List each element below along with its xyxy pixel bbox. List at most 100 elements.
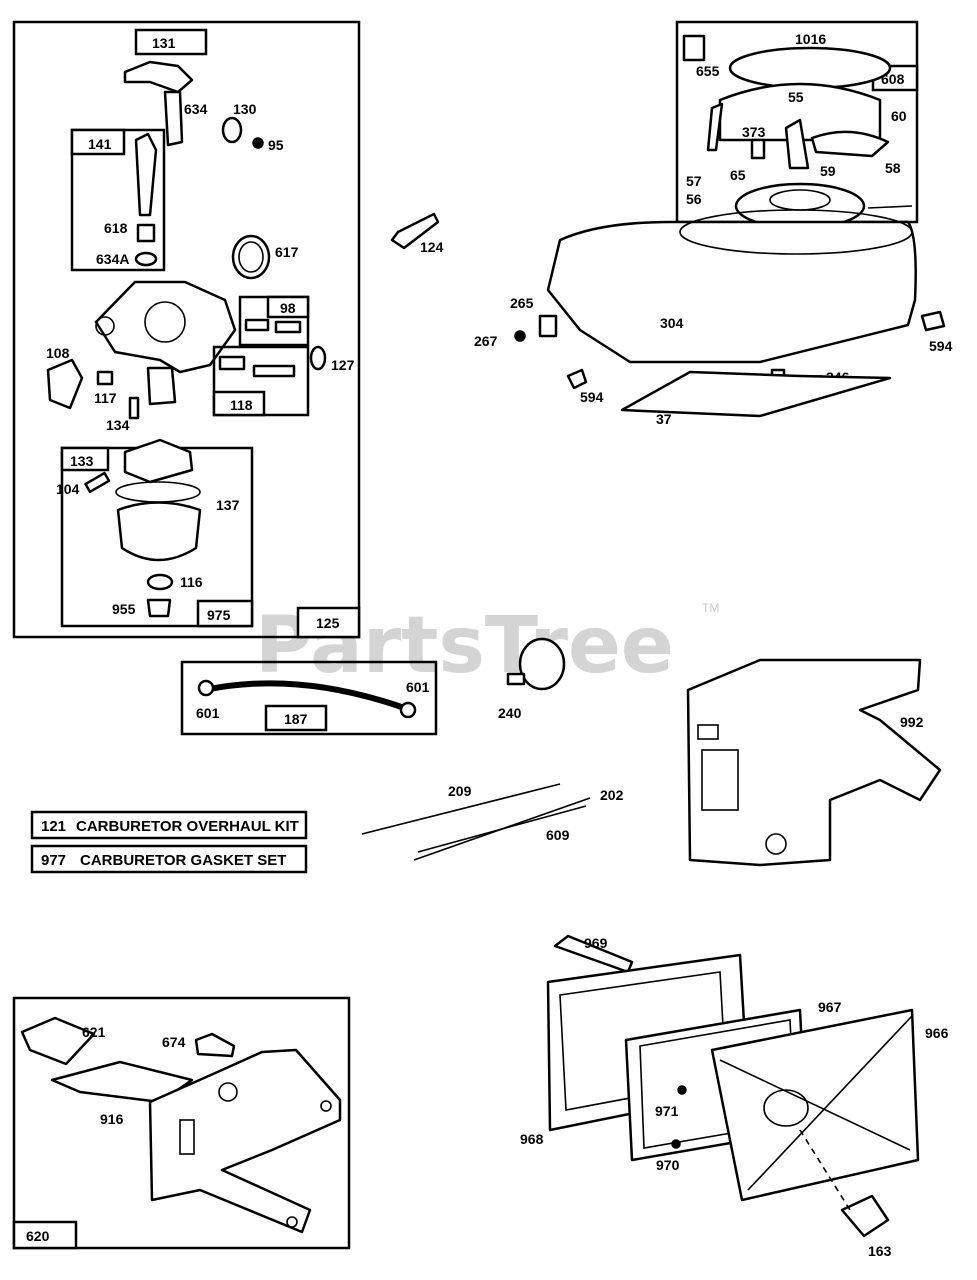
group-620-frame (12, 996, 351, 1250)
callout-124[interactable]: 124 (420, 239, 444, 255)
spring-618-part (136, 223, 156, 243)
callout-968[interactable]: 968 (520, 1131, 544, 1147)
callout-601b[interactable]: 601 (406, 679, 430, 695)
callout-125[interactable]: 125 (316, 615, 340, 631)
callout-916[interactable]: 916 (100, 1111, 124, 1127)
callout-134[interactable]: 134 (106, 417, 130, 433)
callout-65[interactable]: 65 (730, 167, 746, 183)
callout-116[interactable]: 116 (180, 574, 203, 590)
callout-992[interactable]: 992 (900, 714, 924, 730)
kit-box-977[interactable] (30, 844, 308, 874)
gasket-137-part (115, 481, 201, 503)
needle-134-part (128, 396, 140, 420)
callout-95[interactable]: 95 (268, 137, 284, 153)
blower-housing-group: 304 265 267 594 594 346 37 (474, 209, 953, 427)
callout-108[interactable]: 108 (46, 345, 70, 361)
callout-621[interactable]: 621 (82, 1024, 106, 1040)
callout-60[interactable]: 60 (891, 108, 907, 124)
bracket-992-part (686, 658, 942, 867)
clamp-601a-part (197, 679, 215, 697)
callout-594a[interactable]: 594 (580, 389, 604, 405)
callout-674[interactable]: 674 (162, 1034, 186, 1050)
nut-955-part (146, 598, 172, 618)
screw-118-part (252, 364, 296, 378)
callout-955[interactable]: 955 (112, 601, 136, 617)
callout-620[interactable]: 620 (26, 1228, 50, 1244)
callout-box-975 (196, 599, 254, 628)
bracket-265-part (538, 314, 558, 338)
callout-655[interactable]: 655 (696, 63, 720, 79)
fuel-filter-group: 240 (498, 637, 566, 721)
fuel-line-part (204, 680, 412, 713)
callout-box-98 (266, 295, 310, 319)
callout-1016[interactable]: 1016 (795, 31, 826, 47)
choke-lever-part (123, 60, 194, 94)
callout-98[interactable]: 98 (280, 300, 296, 316)
callout-box-133 (60, 446, 110, 472)
kit-number-977: 977 (41, 852, 66, 869)
callout-37[interactable]: 37 (656, 411, 672, 427)
callout-117[interactable]: 117 (94, 390, 117, 406)
callout-634a[interactable]: 634A (96, 251, 129, 267)
choke-valve-part (221, 116, 243, 144)
callout-187[interactable]: 187 (284, 711, 308, 727)
callout-969[interactable]: 969 (584, 935, 608, 951)
spring-609-part (417, 805, 587, 853)
seal-634a-part (134, 251, 158, 267)
screw-98-part (274, 320, 302, 334)
spring-104-part (84, 471, 111, 494)
callout-601a[interactable]: 601 (196, 705, 220, 721)
screw-971-part (677, 1085, 687, 1095)
clamp-601b-part (399, 701, 417, 719)
callout-975[interactable]: 975 (207, 607, 231, 623)
kit-number-121: 121 (41, 818, 66, 835)
kit-box-121[interactable] (30, 810, 308, 840)
bracket-620-slot (179, 1119, 195, 1155)
plate-108-part (46, 358, 84, 410)
callout-373[interactable]: 373 (742, 124, 766, 140)
choke-shaft-part (163, 90, 184, 147)
screw-594b-part (920, 310, 946, 332)
callout-304[interactable]: 304 (660, 315, 684, 331)
callout-137[interactable]: 137 (216, 497, 240, 513)
callout-58[interactable]: 58 (885, 160, 901, 176)
callout-133[interactable]: 133 (70, 453, 94, 469)
callout-box-131 (134, 28, 208, 56)
callout-967[interactable]: 967 (818, 999, 842, 1015)
callout-970[interactable]: 970 (656, 1157, 680, 1173)
callout-130[interactable]: 130 (233, 101, 257, 117)
callout-966[interactable]: 966 (925, 1025, 949, 1041)
callout-57[interactable]: 57 (686, 173, 702, 189)
blower-housing-part (546, 220, 917, 364)
callout-267[interactable]: 267 (474, 333, 498, 349)
callout-209[interactable]: 209 (448, 783, 472, 799)
callout-127[interactable]: 127 (331, 357, 355, 373)
callout-971[interactable]: 971 (655, 1103, 679, 1119)
pawl-part (784, 118, 810, 170)
callout-box-125 (296, 606, 361, 639)
callout-617[interactable]: 617 (275, 244, 299, 260)
kit-label-121: CARBURETOR OVERHAUL KIT (76, 818, 299, 835)
callout-141[interactable]: 141 (88, 136, 112, 152)
callout-634[interactable]: 634 (184, 101, 208, 117)
nut-267-part (514, 330, 526, 342)
callout-240[interactable]: 240 (498, 705, 522, 721)
callout-202[interactable]: 202 (600, 787, 624, 803)
callout-56[interactable]: 56 (686, 191, 702, 207)
callout-265[interactable]: 265 (510, 295, 534, 311)
callout-59[interactable]: 59 (820, 163, 836, 179)
callout-55[interactable]: 55 (788, 89, 804, 105)
bracket-620-hole-a (218, 1082, 238, 1102)
callout-594b[interactable]: 594 (929, 338, 953, 354)
callout-163[interactable]: 163 (868, 1243, 892, 1259)
watermark-trademark: TM (702, 601, 719, 615)
bracket-hole (765, 833, 787, 855)
callout-118[interactable]: 118 (230, 397, 253, 413)
screw-969-part (553, 934, 634, 974)
linkage-group: 209 202 609 (361, 783, 624, 861)
callout-609[interactable]: 609 (546, 827, 570, 843)
carburetor-bore (144, 301, 186, 343)
callout-131[interactable]: 131 (152, 35, 176, 51)
callout-618[interactable]: 618 (104, 220, 128, 236)
callout-104[interactable]: 104 (56, 481, 80, 497)
